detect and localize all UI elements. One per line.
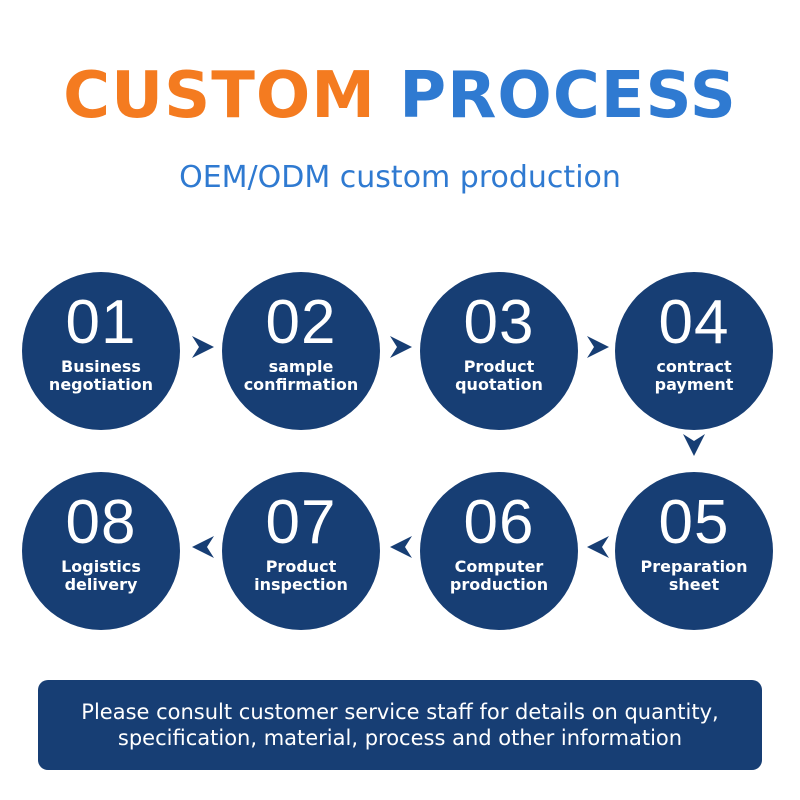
step-label-line2: payment <box>654 375 734 394</box>
page-title: CUSTOM PROCESS <box>0 58 800 134</box>
step-01-circle: 01 Business negotiation <box>22 272 180 430</box>
step-number: 03 <box>463 288 535 357</box>
info-banner-line2: specification, material, process and oth… <box>117 726 683 750</box>
step-08-circle: 08 Logistics delivery <box>22 472 180 630</box>
arrow-left-icon <box>190 534 216 560</box>
subtitle: OEM/ODM custom production <box>179 160 621 195</box>
step-number: 08 <box>65 488 137 557</box>
step-label-line2: sheet <box>668 575 720 594</box>
step-number: 01 <box>65 288 137 357</box>
step-label: Business negotiation <box>22 358 180 394</box>
step-label-line2: delivery <box>64 575 138 594</box>
step-label-line1: Preparation <box>640 557 748 576</box>
step-label-line2: production <box>449 575 549 594</box>
step-label: sample confirmation <box>222 358 380 394</box>
step-label-line2: quotation <box>455 375 543 394</box>
arrow-right-icon <box>190 334 216 360</box>
arrow-left-icon <box>585 534 611 560</box>
step-label-line1: sample <box>268 357 334 376</box>
step-label: Logistics delivery <box>22 558 180 594</box>
step-number: 06 <box>463 488 535 557</box>
arrow-down-icon <box>681 432 707 458</box>
step-02-circle: 02 sample confirmation <box>222 272 380 430</box>
step-label-line1: Product <box>463 357 535 376</box>
arrow-left-icon <box>388 534 414 560</box>
step-05-circle: 05 Preparation sheet <box>615 472 773 630</box>
step-label: Product quotation <box>420 358 578 394</box>
step-06-circle: 06 Computer production <box>420 472 578 630</box>
step-label-line1: contract <box>656 357 732 376</box>
step-label: Product inspection <box>222 558 380 594</box>
step-number: 05 <box>658 488 730 557</box>
step-label-line2: negotiation <box>48 375 154 394</box>
step-label-line2: confirmation <box>243 375 359 394</box>
info-banner-line1: Please consult customer service staff fo… <box>81 700 719 724</box>
step-07-circle: 07 Product inspection <box>222 472 380 630</box>
step-label-line1: Computer <box>454 557 544 576</box>
step-label-line1: Logistics <box>61 557 141 576</box>
step-label: Preparation sheet <box>615 558 773 594</box>
step-label-line2: inspection <box>254 575 348 594</box>
step-label-line1: Business <box>61 357 141 376</box>
title-process: PROCESS <box>399 59 737 133</box>
step-03-circle: 03 Product quotation <box>420 272 578 430</box>
step-label: Computer production <box>420 558 578 594</box>
step-number: 04 <box>658 288 730 357</box>
step-label-line1: Product <box>265 557 337 576</box>
title-custom: CUSTOM <box>63 59 376 133</box>
step-label: contract payment <box>615 358 773 394</box>
arrow-right-icon <box>585 334 611 360</box>
step-number: 07 <box>265 488 337 557</box>
step-number: 02 <box>265 288 337 357</box>
arrow-right-icon <box>388 334 414 360</box>
step-04-circle: 04 contract payment <box>615 272 773 430</box>
info-banner: Please consult customer service staff fo… <box>38 680 762 770</box>
